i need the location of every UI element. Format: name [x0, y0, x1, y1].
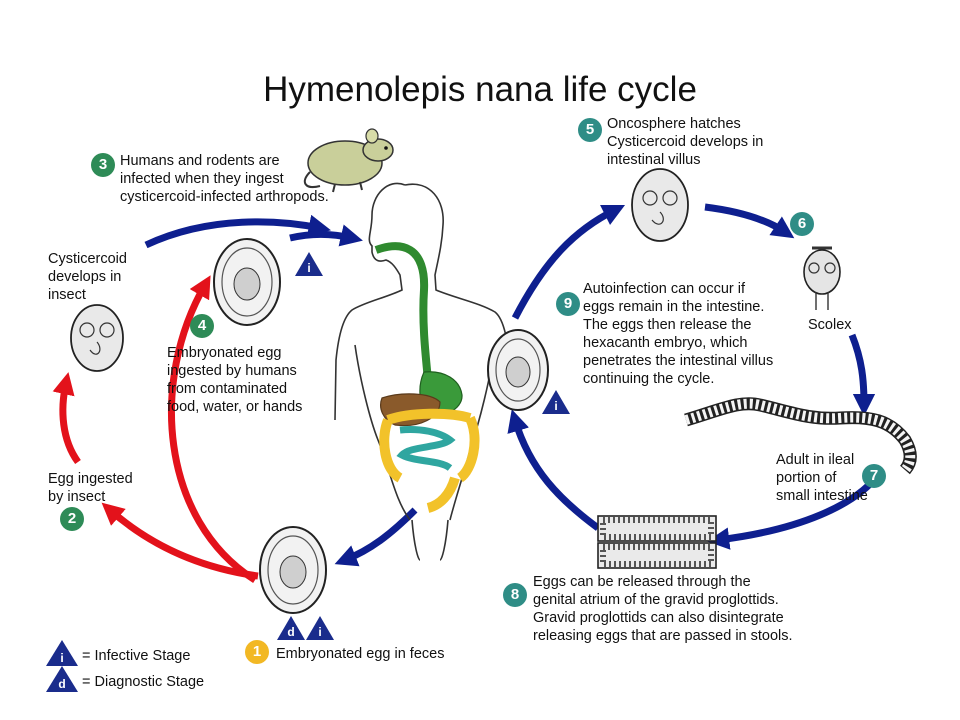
step-2-badge: 2 — [60, 507, 84, 531]
digestive-tract — [374, 242, 480, 513]
arrow-egg4-to-human — [289, 224, 363, 247]
diagnostic-stage-icon: d — [277, 616, 305, 640]
svg-text:i: i — [318, 625, 321, 639]
arrow-scolex-to-adult — [848, 333, 876, 417]
diagram-title: Hymenolepis nana life cycle — [263, 70, 697, 109]
arrow-egg1-to-egg4 — [167, 275, 257, 583]
cysticercoid-villus — [631, 168, 689, 242]
svg-text:i: i — [307, 261, 310, 275]
arrow-step3-to-human — [144, 214, 331, 249]
arrow-9-to-5 — [511, 204, 626, 320]
scolex — [803, 246, 841, 310]
legend-diagnostic-label: = Diagnostic Stage — [82, 674, 205, 690]
step-9-badge: 9 — [556, 292, 580, 316]
step-8-badge: 8 — [503, 583, 527, 607]
egg-step1 — [259, 526, 327, 614]
infective-stage-icon: i — [295, 252, 323, 276]
step-3-badge: 3 — [91, 153, 115, 177]
step-7-badge: 7 — [862, 464, 886, 488]
svg-text:i: i — [60, 651, 63, 665]
rodent-illustration — [303, 128, 394, 193]
egg-step4 — [213, 238, 281, 326]
step-6-badge: 6 — [790, 212, 814, 236]
step-6-text: Scolex — [808, 317, 852, 333]
svg-text:d: d — [287, 625, 294, 639]
infective-stage-icon: i — [306, 616, 334, 640]
arrow-egg1-to-2 — [101, 502, 259, 580]
svg-text:i: i — [554, 399, 557, 413]
arrow-2-to-cysticercoid — [52, 372, 81, 465]
legend-infective-label: = Infective Stage — [82, 648, 191, 664]
gravid-proglottids — [597, 515, 717, 569]
arrow-human-to-egg1 — [334, 507, 418, 567]
legend-infective-icon: i — [46, 640, 78, 666]
svg-text:d: d — [58, 677, 65, 691]
step-1-text: Embryonated egg in feces — [276, 646, 445, 662]
step-1-badge: 1 — [245, 640, 269, 664]
arrow-8-to-9 — [507, 409, 601, 531]
legend-diagnostic-icon: d — [46, 666, 78, 692]
step-4-badge: 4 — [190, 314, 214, 338]
infective-stage-icon: i — [542, 390, 570, 414]
arrow-5-to-6 — [704, 203, 795, 239]
step-5-badge: 5 — [578, 118, 602, 142]
cysticercoid-insect — [70, 304, 124, 372]
egg-step9 — [487, 329, 549, 411]
stage-markers: i d i i i d — [46, 252, 570, 692]
human-body — [334, 182, 511, 561]
red-arrows — [52, 275, 259, 583]
adult-worm — [684, 397, 917, 475]
